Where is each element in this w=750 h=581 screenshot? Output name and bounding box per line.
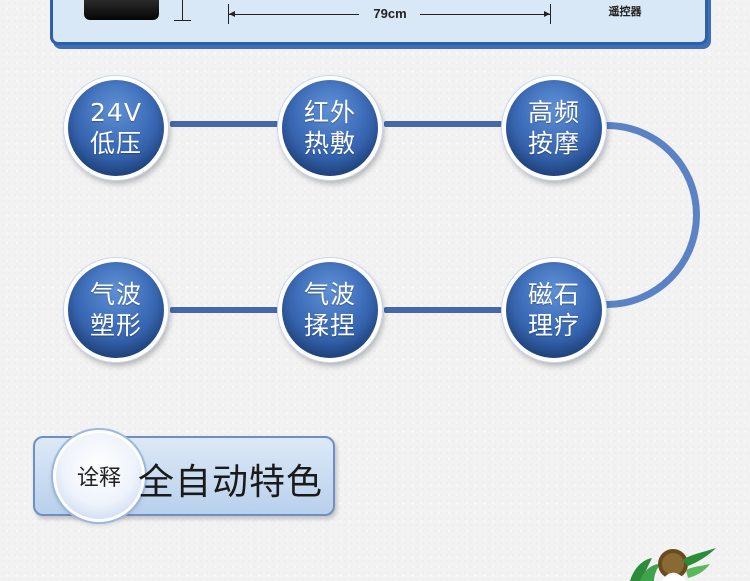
connector-1-2 <box>170 121 278 127</box>
feature-line1: 高频 <box>527 98 580 127</box>
feature-line2: 低压 <box>89 129 142 158</box>
feature-line1: 磁石 <box>527 280 580 309</box>
feature-line1: 红外 <box>303 98 356 127</box>
feature-infrared-heat: 红外 热敷 <box>278 76 382 180</box>
connector-2-3 <box>384 121 502 127</box>
connector-curve <box>560 122 700 308</box>
device-silhouette <box>84 0 159 20</box>
feature-air-kneading: 气波 揉捏 <box>278 258 382 362</box>
feature-line2: 热敷 <box>303 129 356 158</box>
feature-low-voltage: 24V 低压 <box>64 76 168 180</box>
dimension-left-edge <box>228 4 229 24</box>
dimension-arrow-left-icon <box>229 11 235 17</box>
feature-line1: 气波 <box>89 280 142 309</box>
connector-5-6 <box>170 307 278 313</box>
dimension-line-right <box>420 14 550 15</box>
feature-air-shaping: 气波 塑形 <box>64 258 168 362</box>
feature-line2: 揉捏 <box>303 311 356 340</box>
connector-4-5 <box>384 307 502 313</box>
dimension-arrow-right-icon <box>544 11 550 17</box>
width-label: 79cm <box>373 6 407 21</box>
feature-line2: 塑形 <box>89 311 142 340</box>
feature-line1: 24V <box>90 98 142 127</box>
feature-line2: 理疗 <box>527 311 580 340</box>
feature-line2: 按摩 <box>527 129 580 158</box>
brand-logo-icon <box>628 540 718 581</box>
height-marker-base <box>174 20 191 21</box>
height-marker <box>182 0 183 21</box>
feature-line1: 气波 <box>303 280 356 309</box>
caption-title: 全自动特色 <box>138 462 324 503</box>
dimension-line-left <box>229 14 359 15</box>
remote-label: 遥控器 <box>608 5 642 18</box>
caption-badge-text: 诠释 <box>76 466 121 491</box>
feature-magnet-therapy: 磁石 理疗 <box>502 258 606 362</box>
caption-badge: 诠释 <box>53 430 145 522</box>
feature-high-freq-massage: 高频 按摩 <box>502 76 606 180</box>
dimension-right-edge <box>550 4 551 24</box>
dimension-banner <box>50 0 708 45</box>
